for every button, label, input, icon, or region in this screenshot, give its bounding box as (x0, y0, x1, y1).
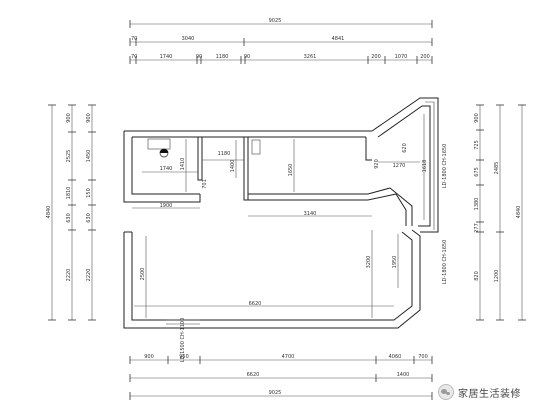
corridor-width: 3140 (304, 211, 317, 217)
partition-2 (243, 137, 249, 201)
room1-width: 1740 (160, 166, 173, 172)
corridor-wall-top (248, 187, 391, 195)
partition-1 (197, 137, 203, 181)
bay-height: 1618 (422, 160, 428, 173)
upper-left-inner-wall (131, 137, 200, 195)
top-low-label-6: 200 (371, 54, 381, 60)
bay-left-wall (365, 137, 372, 161)
kitchen-bottom-wall (132, 194, 201, 203)
kitchen-width: 1900 (160, 203, 173, 209)
left-low-label-4: 2220 (86, 269, 92, 282)
right-dimensions: 900 725 675 1380 277 820 2485 1200 4840 (474, 104, 526, 321)
right-low-label-0: 2485 (494, 162, 500, 175)
bottom-mid-label-0: 6620 (247, 372, 260, 378)
left-low-label-2: 150 (86, 188, 92, 198)
bottom-low-label-4: 700 (418, 354, 428, 360)
window-spec-3: LD-1500 CH-1100 (180, 318, 186, 363)
bottom-low-label-2: 4700 (282, 354, 295, 360)
bottom-low-label-3: 4060 (389, 354, 402, 360)
left-dimensions: 4840 900 2525 1810 630 2220 900 1450 150… (46, 104, 96, 321)
right-mid-label-4: 277 (474, 223, 480, 233)
bottom-low-label-0: 900 (144, 354, 154, 360)
top-low-label-8: 200 (420, 54, 430, 60)
right-mid-label-0: 900 (474, 113, 480, 123)
left-mid-label-0: 900 (66, 113, 72, 123)
left-total-label: 4840 (46, 206, 52, 219)
right-mid-label-1: 725 (474, 140, 480, 150)
right-inner-height-2: 1950 (392, 256, 398, 269)
top-mid-label-1: 3040 (182, 36, 195, 42)
right-mid-label-3: 1380 (474, 198, 480, 211)
bay-inner-wall (377, 105, 431, 227)
left-mid-label-1: 2525 (66, 150, 72, 163)
left-low-label-0: 900 (86, 113, 92, 123)
bay-window-line (425, 101, 435, 230)
right-total-label: 4840 (516, 206, 522, 219)
walls (123, 97, 439, 329)
bay-diagonal-inner (395, 193, 407, 226)
bay-outer-wall (371, 97, 439, 233)
window-spec-1: LD-1800 CH-1650 (442, 144, 448, 189)
top-total-label: 9025 (269, 18, 282, 24)
bottom-mid-label-1: 1400 (397, 372, 410, 378)
top-low-label-5: 3261 (304, 54, 317, 60)
top-low-label-7: 1070 (395, 54, 408, 60)
kitchen-counter (147, 138, 171, 150)
top-low-label-0: 70 (131, 54, 137, 60)
top-dimensions: 9025 70 3040 4841 70 1740 90 1180 90 (129, 18, 433, 64)
left-mid-label-4: 2220 (66, 269, 72, 282)
sink-shade (160, 149, 168, 153)
top-low-label-1: 1740 (160, 54, 173, 60)
left-mid-label-3: 630 (66, 213, 72, 223)
right-mid-label-2: 675 (474, 167, 480, 177)
room2-width: 1180 (218, 151, 231, 157)
small-dim-2: 620 (402, 143, 408, 153)
top-low-label-2: 90 (196, 54, 202, 60)
bay-diagonal-wall (389, 187, 413, 226)
top-low-label-3: 1180 (216, 54, 229, 60)
right-low-label-1: 1200 (494, 270, 500, 283)
watermark-text: 家居生活装修 (458, 388, 521, 400)
small-dim-1: 920 (374, 159, 380, 169)
bay-width: 1270 (393, 163, 406, 169)
living-height: 2500 (140, 268, 146, 281)
watermark: 家居生活装修 (438, 383, 521, 401)
bottom-dimensions: 900 950 4700 4060 700 6620 1400 9025 (129, 354, 433, 400)
interior-dimensions: 1740 1410 1180 1400 1650 701 1900 3140 6… (132, 114, 448, 362)
window-spec-2: LD-1800 CH-1650 (442, 240, 448, 285)
top-low-label-4: 90 (244, 54, 250, 60)
room1-height: 1410 (180, 158, 186, 171)
corridor-wall-bottom (248, 193, 397, 201)
room3-height: 1650 (288, 164, 294, 177)
living-inner-wall (131, 231, 413, 321)
bottom-window (166, 319, 200, 325)
room2-height: 1400 (230, 160, 236, 173)
right-mid-label-5: 820 (474, 271, 480, 281)
left-mid-label-2: 1810 (66, 187, 72, 200)
living-outer-wall (123, 229, 421, 329)
right-inner-height-1: 3200 (366, 256, 372, 269)
bottom-low-label-1: 950 (179, 354, 189, 360)
left-low-label-1: 1450 (86, 150, 92, 163)
living-width: 6620 (249, 301, 262, 307)
top-mid-label-2: 4841 (332, 36, 345, 42)
top-mid-label-0: 70 (131, 36, 137, 42)
wechat-logo-icon (438, 384, 454, 400)
left-low-label-3: 630 (86, 213, 92, 223)
bottom-total-label: 9025 (269, 390, 282, 396)
upper-left-outer-wall (123, 131, 132, 203)
room3-door: 701 (202, 179, 208, 189)
fixture-box (251, 139, 261, 155)
